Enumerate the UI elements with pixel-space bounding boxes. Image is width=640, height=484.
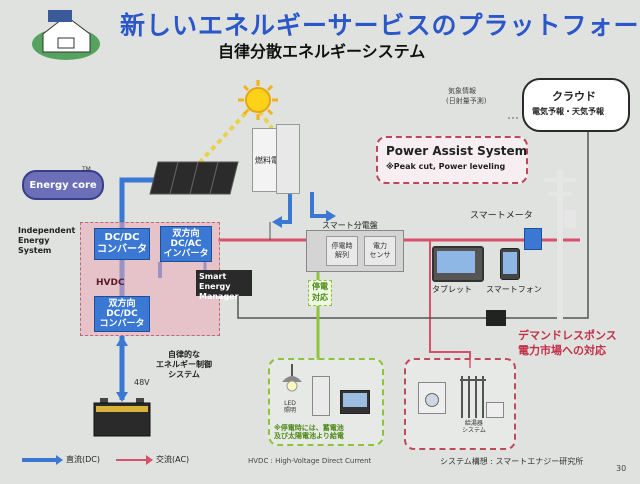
hvdc-label: HVDC — [96, 278, 125, 288]
inverter-line-2: DC/AC — [170, 239, 202, 249]
tablet-icon — [432, 246, 484, 282]
cloud-forecast: 電気予報・天気予報 — [532, 107, 604, 116]
blackout-note: ※停電時には、蓄電池 及び太陽電池より給電 — [274, 424, 344, 440]
control-system-label: 自律的な エネルギー制御 システム — [156, 350, 212, 380]
smart-meter-label: スマートメータ — [470, 211, 533, 221]
sem-line-1: Smart Energy — [199, 272, 231, 291]
power-sensor-line-2: センサ — [369, 251, 391, 259]
blackout-tag-line-1: 停電 — [312, 282, 328, 291]
legend-dc-line — [22, 458, 56, 462]
router-icon — [486, 310, 506, 326]
weather-info-sub: (日射量予測) — [446, 97, 487, 105]
refrigerator-icon — [312, 376, 330, 416]
dcdc-top-line-1: DC/DC — [104, 232, 140, 243]
trademark-mark: TM — [82, 166, 91, 173]
dcdc-top-line-2: コンバータ — [97, 244, 147, 255]
demand-response-line-2: 電力市場への対応 — [518, 344, 606, 357]
energy-core-label: Energy core — [29, 179, 97, 191]
energy-core-badge: Energy core — [22, 170, 104, 200]
fuel-cell-tank — [276, 124, 300, 194]
smartphone-icon — [500, 248, 520, 280]
control-label-line-1: 自律的な — [168, 350, 200, 359]
blackout-note-line-2: 及び太陽電池より給電 — [274, 432, 344, 440]
legend-dc-label: 直流(DC) — [66, 455, 100, 464]
power-assist-box: Power Assist System ※Peak cut, Power lev… — [376, 136, 528, 184]
fuel-cell-label: 燃料電池 — [255, 156, 287, 165]
power-sensor-line-1: 電力 — [373, 242, 387, 250]
house-logo — [18, 4, 108, 64]
cloud-box: クラウド 電気予報・天気予報 — [522, 78, 630, 132]
hot-water-line-2: システム — [462, 427, 486, 434]
led-label-line-2: 照明 — [284, 407, 297, 414]
dcdc-bottom-line-1: 双方向 — [108, 299, 136, 309]
cloud-title: クラウド — [552, 90, 596, 103]
blackout-switch-line-2: 解列 — [335, 251, 349, 259]
hvdc-note: HVDC : High-Voltage Direct Current — [248, 457, 372, 465]
legend-ac-label: 交流(AC) — [156, 455, 190, 464]
weather-info: 気象情報 — [448, 87, 476, 95]
dcdc-bottom-line-2: DC/DC — [106, 309, 138, 319]
demand-response-line-1: デマンドレスポンス — [518, 329, 617, 342]
page-number: 30 — [616, 464, 627, 473]
legend-ac-arrow — [146, 455, 153, 465]
blackout-tag: 停電 対応 — [308, 280, 332, 306]
smartphone-label: スマートフォン — [486, 285, 542, 294]
blackout-switch-line-1: 停電時 — [331, 242, 353, 250]
tablet-label: タブレット — [432, 285, 472, 294]
gate-icon — [460, 374, 486, 418]
system-label: Independent Energy System — [18, 226, 75, 256]
smart-meter-icon — [524, 228, 542, 250]
heat-pump-icon — [486, 402, 504, 418]
tv-icon — [340, 390, 370, 414]
smart-panel-title: スマート分電盤 — [322, 221, 378, 230]
sun-icon — [236, 78, 280, 122]
system-label-line-2: Energy — [18, 236, 50, 245]
utility-pole-icon — [540, 160, 580, 320]
demand-response-label: デマンドレスポンス 電力市場への対応 — [518, 328, 617, 358]
hot-water-label: 給湯器 システム — [462, 420, 486, 434]
legend-ac-line — [116, 459, 146, 461]
control-label-line-2: エネルギー制御 — [156, 360, 212, 369]
blackout-switch: 停電時解列 — [326, 236, 358, 266]
sem-line-2: Manager — [199, 292, 239, 301]
credit: システム構想 : スマートエナジー研究所 — [440, 457, 584, 466]
led-label: LED 照明 — [284, 400, 296, 414]
page-subtitle: 自律分散エネルギーシステム — [218, 42, 426, 61]
battery-voltage: 48V — [134, 378, 150, 387]
inverter-line-1: 双方向 — [172, 229, 200, 239]
control-label-line-3: システム — [168, 370, 200, 379]
blackout-tag-line-2: 対応 — [312, 293, 328, 302]
power-assist-title: Power Assist System — [386, 144, 528, 158]
battery-icon — [92, 398, 152, 438]
solar-panel-icon — [148, 160, 240, 196]
led-label-line-1: LED — [284, 400, 296, 407]
hot-water-line-1: 給湯器 — [464, 420, 483, 427]
led-light-icon — [280, 364, 304, 400]
legend-dc-arrow — [56, 455, 63, 465]
dcdc-bottom-line-3: コンバータ — [99, 319, 145, 329]
inverter-line-3: インバータ — [163, 249, 209, 259]
washing-machine-icon — [418, 382, 446, 414]
page-title: 新しいエネルギーサービスのプラットフォーム — [120, 11, 640, 40]
system-label-line-1: Independent — [18, 226, 76, 235]
blackout-note-line-1: ※停電時には、蓄電池 — [274, 424, 344, 432]
system-label-line-3: System — [18, 246, 52, 255]
power-assist-sub: ※Peak cut, Power leveling — [386, 162, 506, 171]
smart-energy-manager: Smart Energy Manager — [196, 270, 252, 301]
power-sensor: 電力センサ — [364, 236, 396, 266]
